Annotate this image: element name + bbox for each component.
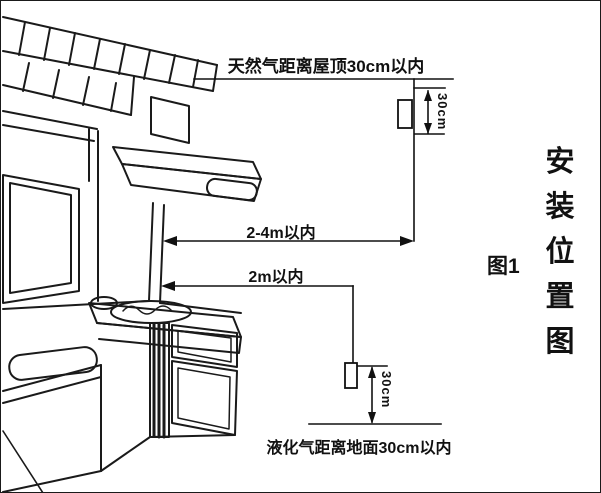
side-title-char: 位	[545, 236, 575, 268]
hood-duct	[150, 96, 190, 144]
side-title-char: 图	[545, 326, 575, 358]
dimension-2-4m-label: 2-4m以内	[246, 225, 316, 242]
dimension-2m-label: 2m以内	[248, 269, 304, 286]
side-title-char: 装	[545, 191, 575, 223]
annotation-lpg-floor: 液化气距离地面30cm以内	[266, 440, 452, 457]
window	[2, 174, 80, 304]
detector-top-box	[397, 99, 413, 129]
kitchen-sketch	[2, 16, 262, 492]
side-title-char: 安	[545, 146, 575, 178]
arrowheads	[161, 90, 432, 424]
dimension-30cm-top-label: 30cm	[435, 93, 450, 131]
drawer-front	[171, 324, 238, 368]
detector-bottom-box	[344, 362, 358, 389]
hob	[8, 346, 98, 381]
figure-side-title: 安 装 位 置 图	[541, 148, 579, 357]
range-hood	[112, 146, 262, 180]
figure-caption: 图1	[487, 255, 520, 278]
dimension-lines	[172, 78, 454, 425]
annotation-natural-gas-ceiling: 天然气距离屋顶30cm以内	[227, 57, 425, 76]
side-title-char: 置	[545, 281, 575, 313]
dimension-30cm-bottom-label: 30cm	[379, 371, 394, 409]
